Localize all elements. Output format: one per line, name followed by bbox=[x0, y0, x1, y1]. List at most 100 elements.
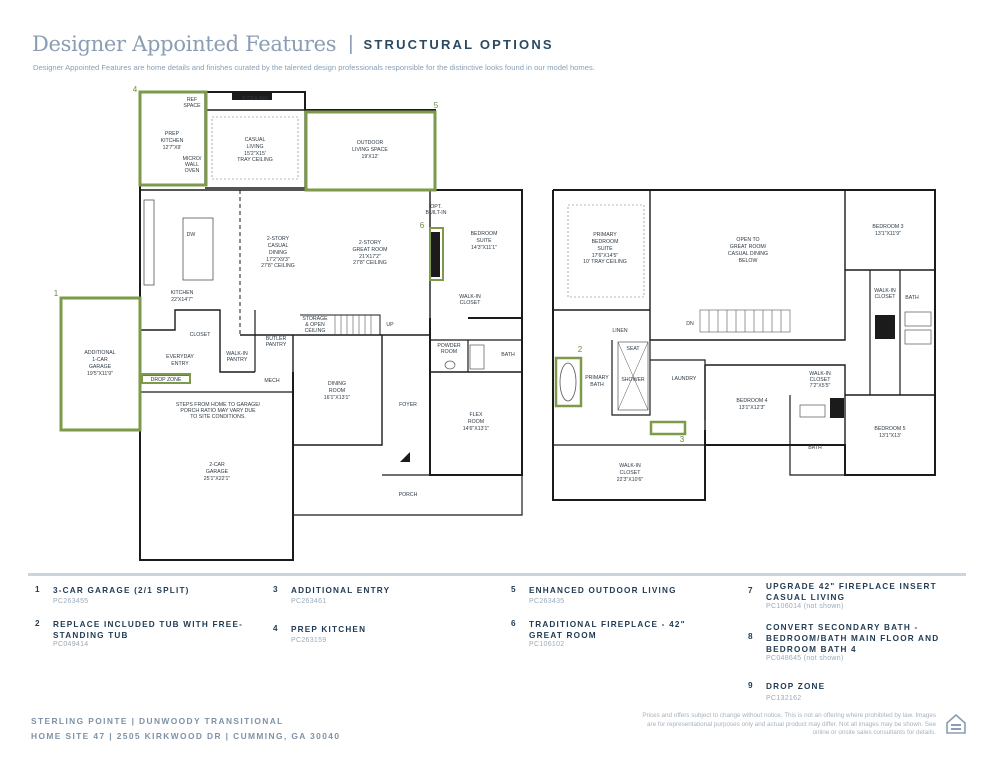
closet-label: CLOSET bbox=[190, 332, 212, 338]
footer-community: STERLING POINTE | DUNWOODY TRANSITIONAL bbox=[31, 716, 284, 726]
callout-1: 1 bbox=[54, 289, 59, 298]
page-subtitle: STRUCTURAL OPTIONS bbox=[363, 36, 554, 52]
feature-code: PC263461 bbox=[291, 598, 327, 605]
equal-housing-icon bbox=[946, 713, 966, 734]
laundry-label: LAUNDRY bbox=[672, 376, 697, 382]
feature-title: TRADITIONAL FIREPLACE - 42"GREAT ROOM bbox=[529, 620, 686, 640]
first-floor-option-highlights bbox=[59, 90, 444, 432]
option-callouts: 1 2 3 4 5 6 bbox=[54, 85, 685, 444]
casual-fireplace bbox=[232, 92, 272, 100]
bath-a-label: BATH bbox=[905, 295, 919, 301]
first-floor-stairs bbox=[334, 315, 372, 335]
shower-label: SHOWER bbox=[621, 377, 645, 383]
header: Designer Appointed Features | STRUCTURAL… bbox=[32, 32, 554, 56]
steps-note: STEPS FROM HOME TO GARAGE/PORCH RATIO MA… bbox=[176, 402, 261, 420]
feature-title: REPLACE INCLUDED TUB WITH FREE-STANDING … bbox=[53, 620, 244, 640]
feature-number: 9 bbox=[748, 681, 753, 690]
feature-number: 5 bbox=[511, 585, 516, 594]
callout-6: 6 bbox=[420, 221, 425, 230]
stair-down-label: DN bbox=[686, 321, 694, 327]
footer-disclaimer: Prices and offers subject to change with… bbox=[642, 712, 936, 736]
callout-5: 5 bbox=[434, 101, 439, 110]
feature-code: PC263159 bbox=[291, 637, 327, 644]
seat-label: SEAT bbox=[626, 346, 640, 352]
drop-zone-label: DROP ZONE bbox=[151, 377, 182, 383]
feature-code: PC048645 (not shown) bbox=[766, 655, 844, 662]
page-description: Designer Appointed Features are home det… bbox=[33, 63, 595, 72]
second-floor-option-highlights bbox=[554, 356, 687, 436]
feature-number: 6 bbox=[511, 619, 516, 628]
porch-label: PORCH bbox=[399, 492, 418, 498]
callout-4: 4 bbox=[133, 85, 138, 94]
feature-number: 1 bbox=[35, 585, 40, 594]
foyer-label: FOYER bbox=[399, 402, 417, 408]
feature-code: PC049414 bbox=[53, 641, 89, 648]
stair-up-label: UP bbox=[386, 322, 394, 328]
feature-title: ADDITIONAL ENTRY bbox=[291, 586, 391, 595]
feature-title: ENHANCED OUTDOOR LIVING bbox=[529, 586, 677, 595]
great-room-fireplace bbox=[430, 232, 440, 277]
feature-title: 3-CAR GARAGE (2/1 SPLIT) bbox=[53, 586, 190, 595]
opt-built-in-label: OPT.BUILT-IN bbox=[426, 204, 447, 216]
callout-2: 2 bbox=[578, 345, 583, 354]
second-floor-stairs bbox=[699, 309, 791, 333]
feature-code: PC132162 bbox=[766, 695, 802, 702]
mech-label: MECH bbox=[264, 378, 280, 384]
legend-divider bbox=[28, 573, 966, 576]
feature-code: PC263435 bbox=[529, 598, 565, 605]
dishwasher-label: DW bbox=[187, 232, 196, 238]
ceiling-note: 9' CEILING bbox=[242, 96, 268, 102]
callout-3: 3 bbox=[680, 435, 685, 444]
kitchen-island bbox=[182, 217, 214, 281]
linen-label: LINEN bbox=[612, 328, 628, 334]
feature-number: 2 bbox=[35, 619, 40, 628]
footer-address: HOME SITE 47 | 2505 KIRKWOOD DR | CUMMIN… bbox=[31, 731, 341, 741]
feature-title: PREP KITCHEN bbox=[291, 625, 367, 634]
feature-code: PC106102 bbox=[529, 641, 565, 648]
feature-title: DROP ZONE bbox=[766, 682, 826, 691]
title-separator: | bbox=[348, 32, 354, 55]
second-floor-plan bbox=[552, 189, 936, 501]
feature-number: 7 bbox=[748, 586, 753, 595]
feature-number: 4 bbox=[273, 624, 278, 633]
feature-number: 3 bbox=[273, 585, 278, 594]
page-title: Designer Appointed Features bbox=[32, 32, 337, 56]
bath-b-label: BATH bbox=[808, 445, 822, 451]
feature-number: 8 bbox=[748, 632, 753, 641]
kitchen-counter bbox=[143, 199, 155, 286]
feature-code: PC106014 (not shown) bbox=[766, 603, 844, 610]
feature-title: CONVERT SECONDARY BATH -BEDROOM/BATH MAI… bbox=[766, 623, 940, 654]
bath-label: BATH bbox=[501, 352, 515, 358]
